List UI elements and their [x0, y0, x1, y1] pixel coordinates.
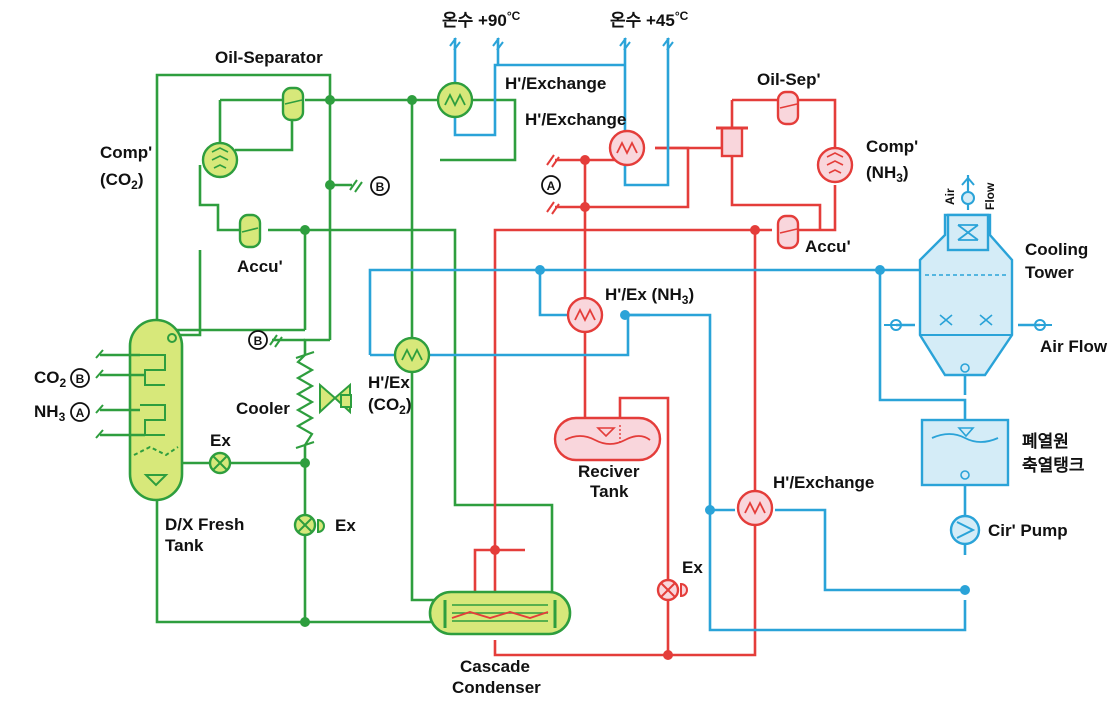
label-comp-nh3: Comp' — [866, 137, 918, 156]
label-ex-co2-upper: Ex — [210, 431, 231, 450]
air-flow-arrows — [884, 319, 1052, 331]
oil-separator-nh3 — [776, 90, 800, 126]
label-h-exchange-mid: H'/Exchange — [525, 110, 626, 129]
ex-valve-nh3 — [656, 578, 688, 602]
cooler — [295, 351, 352, 449]
svg-text:B: B — [254, 334, 263, 348]
hot-water-markers — [449, 37, 674, 51]
label-accu-co2: Accu' — [237, 257, 283, 276]
svg-text:A: A — [76, 406, 85, 420]
label-ex-nh3: Ex — [682, 558, 703, 577]
dx-fresh-tank — [128, 318, 184, 502]
label-cir-pump: Cir' Pump — [988, 521, 1068, 540]
label-hot-water-45: 온수 +45°C — [610, 9, 689, 30]
water-junctions — [535, 265, 970, 595]
label-dx-fresh: D/X Fresh — [165, 515, 244, 534]
label-ex-co2-lower: Ex — [335, 516, 356, 535]
break-marks — [95, 154, 560, 439]
label-tank: Tank — [165, 536, 204, 555]
label-hex-co2: H'/Ex — [368, 373, 410, 392]
heat-exchanger-bottom — [736, 489, 774, 527]
ex-valve-co2-upper — [208, 451, 232, 475]
label-comp-co2-sub: (CO2) — [100, 170, 144, 192]
svg-text:B: B — [376, 180, 385, 194]
receiver-tank — [553, 416, 662, 462]
heat-exchanger-mid — [608, 129, 646, 167]
compressor-nh3 — [816, 146, 854, 184]
label-cooler: Cooler — [236, 399, 290, 418]
label-oil-separator: Oil-Separator — [215, 48, 323, 67]
label-cascade: Cascade — [460, 657, 530, 676]
label-h-exchange-bottom: H'/Exchange — [773, 473, 874, 492]
heat-exchanger-nh3 — [566, 296, 604, 334]
label-tower: Tower — [1025, 263, 1074, 282]
nh3-piping — [470, 98, 837, 657]
nh3-junctions — [490, 155, 760, 660]
tank-inlet-lines — [100, 353, 145, 437]
label-nh3: NH3 — [34, 402, 66, 424]
label-oil-sep-nh3: Oil-Sep' — [757, 70, 821, 89]
accumulator-nh3 — [776, 214, 800, 250]
svg-text:B: B — [76, 372, 85, 386]
ex-valve-co2-lower — [293, 513, 325, 537]
heat-storage-tank — [920, 418, 1010, 487]
label-receiver-tank-2: Tank — [590, 482, 629, 501]
circulation-pump — [949, 514, 981, 546]
svg-text:A: A — [547, 179, 556, 193]
label-h-exchange-top: H'/Exchange — [505, 74, 606, 93]
marker-a: A — [541, 175, 561, 195]
label-waste-heat: 폐열원 — [1022, 432, 1069, 451]
label-comp-co2: Comp' — [100, 143, 152, 162]
label-receiver-tank: Reciver — [578, 462, 640, 481]
label-accu-nh3: Accu' — [805, 237, 851, 256]
label-air: Air — [943, 188, 957, 205]
heat-exchanger-top — [436, 81, 474, 119]
cooling-tower-fan-icon — [961, 175, 975, 210]
label-hex-co2-sub: (CO2) — [368, 395, 412, 417]
marker-b-lower: B — [248, 330, 268, 350]
label-hex-nh3: H'/Ex (NH3) — [605, 285, 694, 307]
label-air-flow: Air Flow — [1040, 337, 1108, 356]
marker-a-tank: A — [70, 402, 90, 422]
accumulator-co2 — [238, 213, 262, 249]
nh3-separator-body — [716, 126, 748, 158]
label-condenser: Condenser — [452, 678, 541, 697]
label-heat-storage: 축열탱크 — [1022, 456, 1085, 475]
water-piping — [368, 38, 1040, 632]
cascade-condenser — [428, 590, 572, 636]
label-cooling: Cooling — [1025, 240, 1088, 259]
marker-b-tank: B — [70, 368, 90, 388]
co2-junctions — [300, 95, 417, 627]
label-hot-water-90: 온수 +90°C — [442, 9, 521, 30]
label-comp-nh3-sub: (NH3) — [866, 163, 909, 185]
label-co2: CO2 — [34, 368, 67, 390]
label-flow: Flow — [983, 182, 997, 210]
heat-exchanger-co2 — [393, 336, 431, 374]
compressor-co2 — [201, 141, 239, 179]
cooling-tower — [918, 213, 1014, 377]
oil-separator-co2 — [281, 86, 305, 122]
marker-b-upper: B — [370, 176, 390, 196]
